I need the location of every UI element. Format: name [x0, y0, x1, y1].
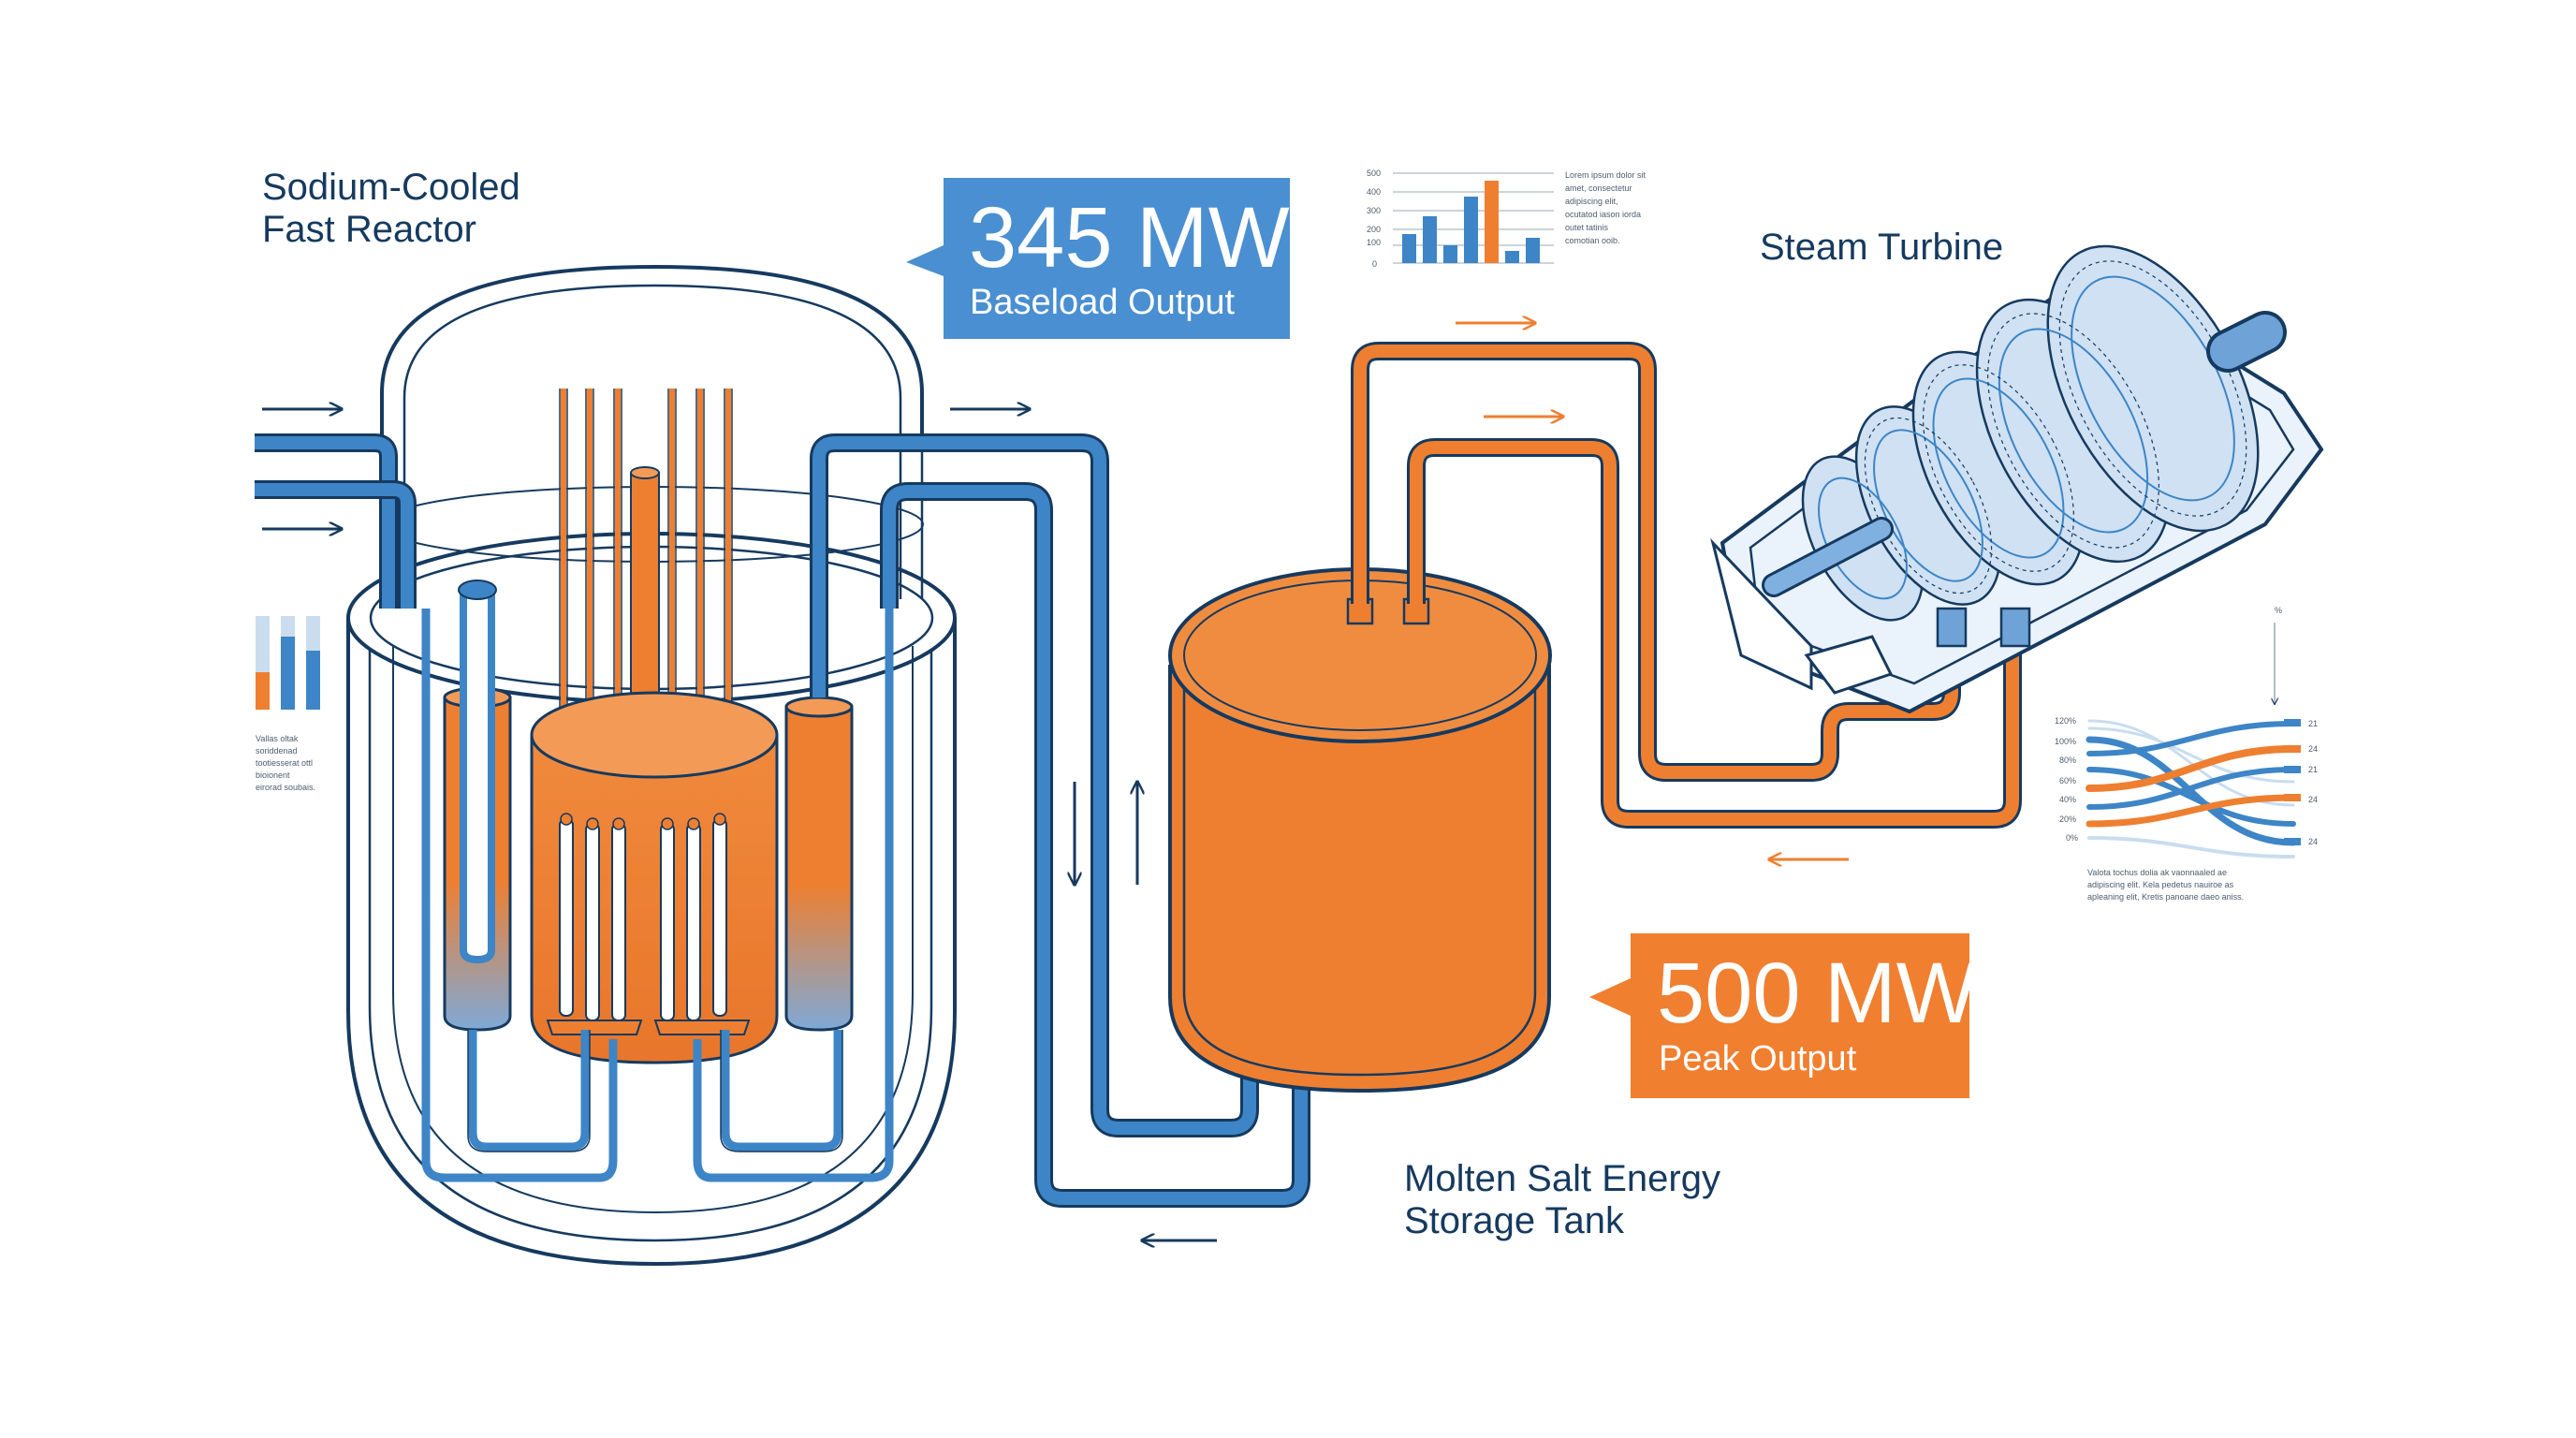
bar-tick-300: 300 — [1367, 206, 1381, 215]
mini-bar — [1485, 181, 1499, 263]
mini-chart-text: adipiscing elit, — [1565, 197, 1618, 206]
sankey-right-tick: 24 — [2308, 744, 2318, 754]
left-heat-exchanger — [443, 580, 512, 1032]
bar-tick-0: 0 — [1372, 259, 1377, 269]
sankey-caption: apleaning elit, Kretis panoane daeo anis… — [2087, 892, 2244, 902]
peak-callout: 500 MW Peak Output — [1589, 933, 1978, 1098]
reactor-title: Sodium-Cooled — [262, 167, 520, 208]
tank-title: Molten Salt Energy — [1404, 1158, 1720, 1199]
bar-tick-400: 400 — [1367, 187, 1381, 197]
mini-chart-text: ocutatod iason iorda — [1565, 210, 1641, 219]
mini-bar — [1505, 251, 1519, 263]
left-note-text: eirorad soubais. — [256, 783, 315, 792]
peak-label: Peak Output — [1659, 1039, 1857, 1078]
primary-blue-coolant-loop — [255, 433, 1310, 1208]
peak-value: 500 MW — [1657, 946, 1978, 1041]
mini-bar — [1526, 238, 1540, 263]
sankey-caption: Valota tochus dolia ak vaonnaaled ae — [2087, 868, 2227, 877]
bar-tick-100: 100 — [1367, 238, 1381, 247]
sankey-right-tick: 24 — [2308, 837, 2318, 846]
left-note-text: bioionent — [256, 770, 290, 780]
sankey-left-tick: 80% — [2059, 756, 2076, 765]
sankey-top-label: % — [2275, 606, 2282, 615]
sankey-right-tick: 21 — [2308, 765, 2318, 774]
molten-salt-storage-tank — [1168, 567, 1552, 1093]
flow-arrows-orange — [1456, 323, 1849, 859]
sankey-right-tick: 21 — [2308, 719, 2318, 728]
reactor-title-line2: Fast Reactor — [262, 209, 476, 250]
orange-steam-loop — [1351, 342, 2022, 829]
mini-bar — [1443, 245, 1457, 263]
bar-tick-500: 500 — [1367, 169, 1381, 178]
mini-bar — [1402, 234, 1416, 263]
left-note-text: tootiesserat ottl — [256, 758, 313, 768]
sankey-left-tick: 60% — [2059, 776, 2076, 785]
tank-title-line2: Storage Tank — [1404, 1200, 1625, 1241]
sankey-left-tick: 0% — [2066, 833, 2078, 843]
sankey-left-tick: 100% — [2055, 737, 2076, 746]
baseload-value: 345 MW — [969, 190, 1290, 286]
mini-chart-text: amet, consectetur — [1565, 183, 1632, 193]
mini-bar — [1464, 197, 1478, 263]
left-mini-bars: Vallas oltak soriddenad tootiesserat ott… — [256, 616, 320, 792]
reactor-dome — [380, 264, 924, 440]
left-note-text: soriddenad — [256, 746, 298, 756]
flow-arrows-navy — [262, 409, 1217, 1240]
sankey-caption: adipiscing elit. Kela pedetus nauiroe as — [2087, 880, 2234, 889]
mini-bar — [1423, 216, 1437, 263]
sodium-cooled-fast-reactor — [346, 264, 957, 1267]
baseload-label: Baseload Output — [970, 283, 1236, 322]
sankey-right-tick: 24 — [2308, 795, 2318, 804]
sankey-left-tick: 20% — [2059, 814, 2076, 824]
left-note-text: Vallas oltak — [256, 734, 299, 743]
reactor-core — [530, 691, 779, 1064]
sankey-left-tick: 40% — [2059, 795, 2076, 804]
mini-chart-text: Lorem ipsum dolor sit — [1565, 170, 1647, 180]
right-heat-exchanger — [784, 696, 854, 1032]
baseload-callout: 345 MW Baseload Output — [906, 178, 1290, 339]
bar-tick-200: 200 — [1367, 225, 1381, 234]
sankey-chart: % 120% 100% 80% 60% 40% 20% 0% 21 24 — [2055, 606, 2318, 902]
mini-bar-chart: 500 400 300 200 100 0 Lorem ipsum dolor … — [1367, 169, 1647, 269]
mini-chart-text: outet tatinis — [1565, 223, 1609, 232]
turbine-title: Steam Turbine — [1760, 227, 2003, 268]
sankey-left-tick: 120% — [2055, 716, 2076, 726]
steam-turbine — [1710, 244, 2324, 714]
mini-chart-text: comotian ooib. — [1565, 236, 1620, 245]
